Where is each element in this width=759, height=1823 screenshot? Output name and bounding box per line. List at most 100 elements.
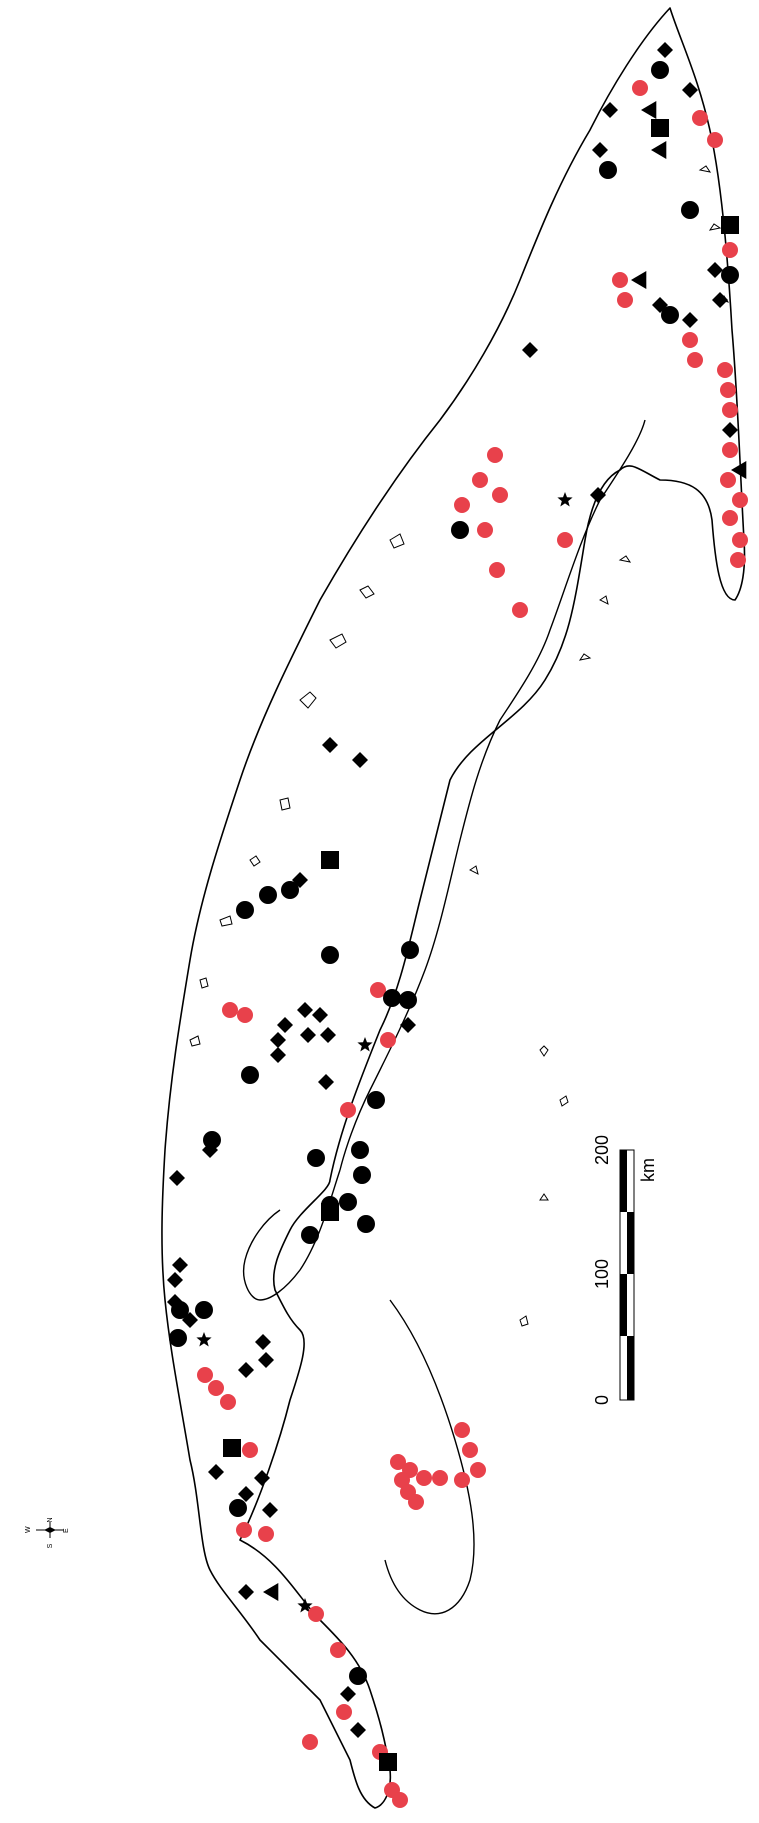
black-diamond-marker	[352, 752, 368, 768]
black-diamond-marker	[322, 737, 338, 753]
black-diamond-marker	[340, 1686, 356, 1702]
red-circle-marker	[220, 1394, 236, 1410]
black-diamond-marker	[318, 1074, 334, 1090]
black-circle-marker	[241, 1066, 259, 1084]
red-circle-marker	[617, 292, 633, 308]
black-square-marker	[321, 851, 339, 869]
black-circle-marker	[281, 881, 299, 899]
black-circle-marker	[651, 61, 669, 79]
black-diamond-marker	[254, 1470, 270, 1486]
red-circle-marker	[390, 1454, 406, 1470]
scale-bar-seg-3	[620, 1274, 627, 1336]
scale-unit-label: km	[638, 1158, 658, 1182]
red-circle-marker	[416, 1470, 432, 1486]
scale-bar-seg-4	[627, 1336, 634, 1400]
black-triangle-marker	[263, 1583, 279, 1601]
black-diamond-marker	[657, 42, 673, 58]
coastline-southern-bay	[243, 1169, 475, 1615]
coastline-lake	[339, 419, 646, 1171]
red-circle-marker	[380, 1032, 396, 1048]
black-diamond-marker	[350, 1722, 366, 1738]
black-diamond-marker	[707, 262, 723, 278]
black-diamond-marker	[712, 292, 728, 308]
black-diamond-marker	[202, 1142, 218, 1158]
black-square-marker	[721, 216, 739, 234]
black-diamond-marker	[169, 1170, 185, 1186]
red-circle-marker	[237, 1007, 253, 1023]
black-diamond-marker	[262, 1502, 278, 1518]
black-diamond-marker	[602, 102, 618, 118]
black-circle-marker	[681, 201, 699, 219]
black-circle-marker	[351, 1141, 369, 1159]
scale-bar-seg-2	[627, 1212, 634, 1274]
red-circle-marker	[492, 487, 508, 503]
red-circle-marker	[432, 1470, 448, 1486]
red-circle-marker	[722, 402, 738, 418]
red-circle-marker	[612, 272, 628, 288]
red-circle-marker	[472, 472, 488, 488]
red-circle-marker	[489, 562, 505, 578]
black-circle-marker	[339, 1193, 357, 1211]
black-diamond-marker	[208, 1464, 224, 1480]
black-circle-marker	[401, 941, 419, 959]
red-circle-marker	[720, 382, 736, 398]
black-circle-marker	[357, 1215, 375, 1233]
red-circle-marker	[512, 602, 528, 618]
black-star-marker	[557, 492, 573, 507]
red-circle-marker	[336, 1704, 352, 1720]
black-triangle-marker	[731, 461, 747, 479]
scale-bar-seg-1	[620, 1150, 627, 1212]
coastline-main	[161, 7, 746, 1809]
red-circle-marker	[197, 1367, 213, 1383]
black-circle-marker	[301, 1226, 319, 1244]
compass-needle-icon	[44, 1527, 56, 1533]
red-circle-marker	[720, 472, 736, 488]
black-diamond-marker	[522, 342, 538, 358]
black-diamond-marker	[590, 487, 606, 503]
red-circle-marker	[222, 1002, 238, 1018]
black-square-marker	[651, 119, 669, 137]
black-diamond-marker	[270, 1047, 286, 1063]
black-square-marker	[223, 1439, 241, 1457]
black-star-marker	[357, 1037, 373, 1052]
red-circle-marker	[236, 1522, 252, 1538]
black-triangle-marker	[651, 141, 667, 159]
red-circle-marker	[557, 532, 573, 548]
black-circle-marker	[321, 946, 339, 964]
black-diamond-marker	[172, 1257, 188, 1273]
black-circle-marker	[236, 901, 254, 919]
red-circle-marker	[732, 532, 748, 548]
black-diamond-marker	[167, 1272, 183, 1288]
compass-label-n: N	[47, 1517, 54, 1522]
black-circle-marker	[661, 306, 679, 324]
red-circle-marker	[717, 362, 733, 378]
red-circle-marker	[308, 1606, 324, 1622]
red-circle-marker	[682, 332, 698, 348]
red-circle-marker	[462, 1442, 478, 1458]
black-diamond-marker	[312, 1007, 328, 1023]
scale-label-0: 0	[592, 1395, 612, 1405]
coastline-islands	[189, 165, 730, 1327]
black-diamond-marker	[238, 1486, 254, 1502]
red-circle-marker	[340, 1102, 356, 1118]
black-diamond-marker	[722, 422, 738, 438]
black-diamond-marker	[255, 1334, 271, 1350]
black-diamond-marker	[238, 1362, 254, 1378]
black-circle-marker	[399, 991, 417, 1009]
black-diamond-marker	[400, 1017, 416, 1033]
black-diamond-marker	[258, 1352, 274, 1368]
red-circle-marker	[454, 1422, 470, 1438]
black-diamond-marker	[682, 82, 698, 98]
black-diamond-marker	[682, 312, 698, 328]
red-circle-marker	[394, 1472, 410, 1488]
black-diamond-marker	[300, 1027, 316, 1043]
red-circle-marker	[707, 132, 723, 148]
scale-label-100: 100	[592, 1259, 612, 1289]
red-circle-marker	[454, 1472, 470, 1488]
red-circle-marker	[242, 1442, 258, 1458]
black-circle-marker	[451, 521, 469, 539]
black-triangle-marker	[641, 101, 657, 119]
black-diamond-marker	[592, 142, 608, 158]
